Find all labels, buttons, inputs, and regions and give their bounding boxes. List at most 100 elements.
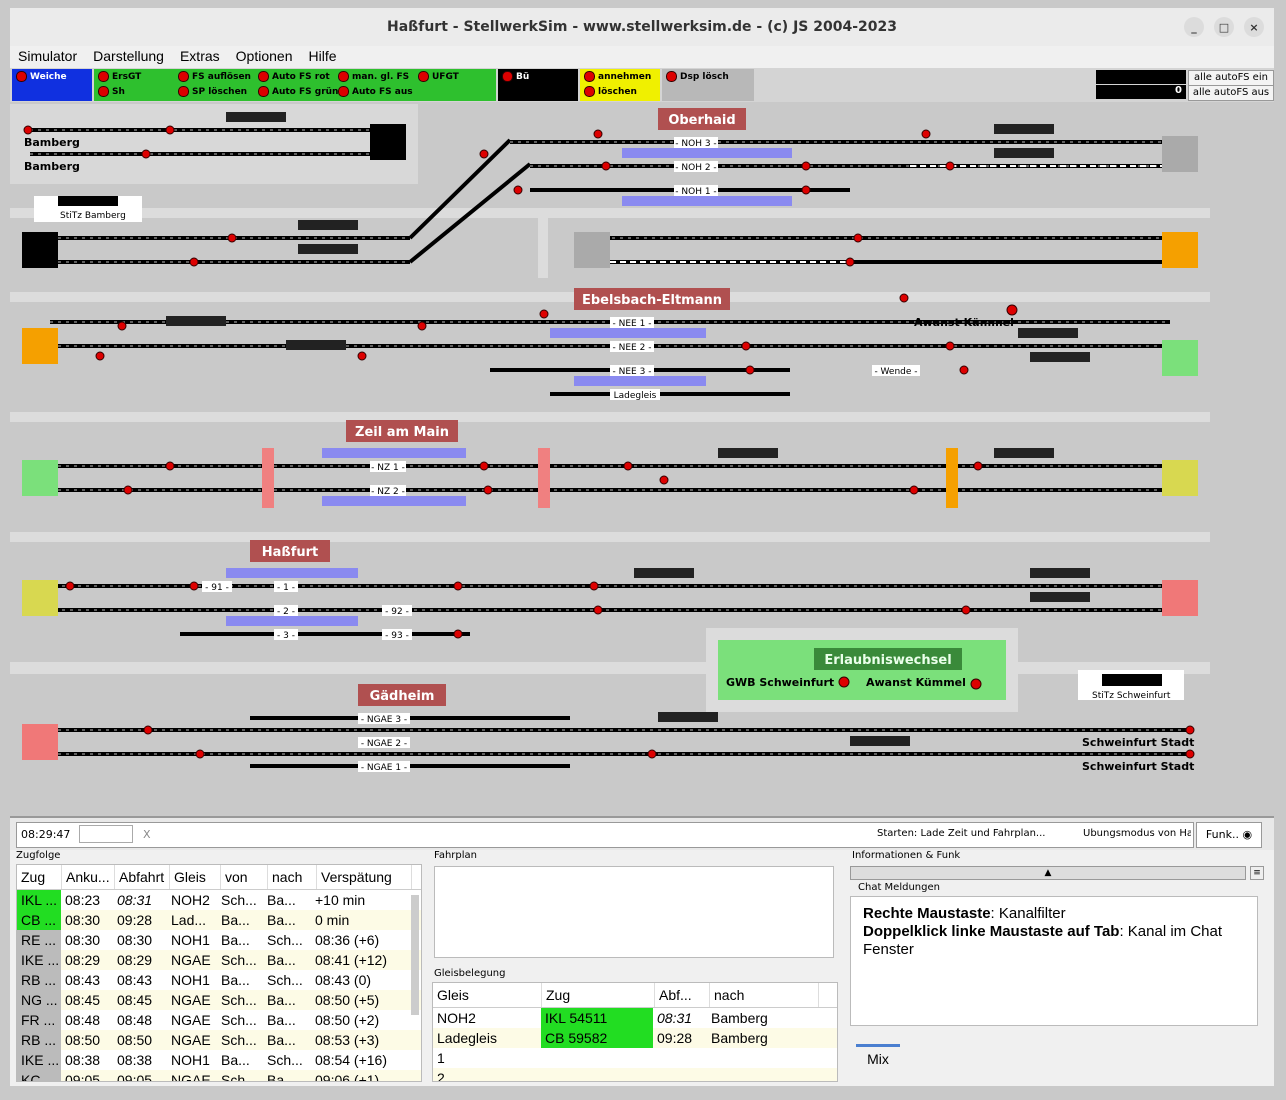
block-east-5[interactable] — [1162, 580, 1198, 616]
toolbar: Weiche ErsGT Sh FS auflösen SP löschen A… — [10, 68, 1274, 102]
ufgt-button[interactable]: UFGT — [418, 71, 459, 82]
cell-abf: 08:29 — [117, 952, 153, 968]
cell-von: Sch... — [221, 1032, 257, 1048]
menu-simulator[interactable]: Simulator — [18, 48, 78, 64]
cell-zug — [541, 1068, 653, 1081]
col-zug[interactable]: Zug — [17, 865, 62, 889]
status-bar: 08:29:47 X Starten: Lade Zeit und Fahrpl… — [16, 822, 1194, 848]
block-east-4[interactable] — [1162, 460, 1198, 496]
separator — [548, 218, 1210, 278]
command-input[interactable] — [79, 825, 133, 843]
loeschen-button[interactable]: löschen — [584, 86, 637, 97]
col-gleis[interactable]: Gleis — [170, 865, 221, 889]
annehmen-button[interactable]: annehmen — [584, 71, 651, 82]
col-abfahrt[interactable]: Abfahrt — [115, 865, 170, 889]
funk-button[interactable]: Funk.. ◉ — [1196, 822, 1262, 848]
track-ngae1: - NGAE 1 - — [361, 763, 407, 773]
collapse-arrow-icon[interactable]: ▲ — [850, 866, 1246, 880]
man-gl-fs-button[interactable]: man. gl. FS — [338, 71, 409, 82]
bue-group: Bü — [498, 69, 578, 101]
station-plate-zeil — [346, 420, 458, 442]
dsp-loesch-button[interactable]: Dsp lösch — [666, 71, 729, 82]
alle-autofs-ein-button[interactable]: alle autoFS ein — [1188, 70, 1274, 86]
led-icon — [502, 71, 513, 82]
zugfolge-table[interactable]: Zug Anku... Abfahrt Gleis von nach Versp… — [16, 864, 422, 1082]
auto-fs-aus-button[interactable]: Auto FS aus — [338, 86, 413, 97]
block-east-3[interactable] — [1162, 340, 1198, 376]
col-gleis[interactable]: Gleis — [433, 983, 542, 1007]
alle-autofs-aus-button[interactable]: alle autoFS aus — [1188, 85, 1274, 101]
block-east-1[interactable] — [1162, 136, 1198, 172]
close-button[interactable]: × — [1244, 17, 1264, 37]
col-abfahrt[interactable]: Abf... — [655, 983, 710, 1007]
fs-aufloesen-button[interactable]: FS auflösen — [178, 71, 251, 82]
col-ankunft[interactable]: Anku... — [62, 865, 115, 889]
label-bamberg-2: Bamberg — [24, 160, 80, 173]
menu-icon[interactable]: ≡ — [1250, 866, 1264, 880]
col-verspaetung[interactable]: Verspätung — [317, 865, 412, 889]
chat-line-1: Rechte Maustaste: Kanalfilter — [863, 905, 1066, 922]
cell-nach — [707, 1068, 815, 1081]
cell-abf — [653, 1068, 707, 1081]
block-west-3[interactable] — [22, 328, 58, 364]
auto-fs-rot-button[interactable]: Auto FS rot — [258, 71, 330, 82]
menu-optionen[interactable]: Optionen — [235, 48, 293, 64]
menu-hilfe[interactable]: Hilfe — [308, 48, 337, 64]
sp-loeschen-button[interactable]: SP löschen — [178, 86, 247, 97]
block-west-4[interactable] — [22, 460, 58, 496]
cell-versp: 08:54 (+16) — [315, 1052, 387, 1068]
table-row[interactable]: 1 — [433, 1048, 837, 1068]
weiche-button[interactable]: Weiche — [16, 71, 67, 82]
table-row[interactable]: 2 — [433, 1068, 837, 1082]
track-diagram[interactable]: Oberhaid Ebelsbach-Eltmann Zeil am Main … — [10, 104, 1274, 812]
menu-darstellung[interactable]: Darstellung — [93, 48, 164, 64]
block-west-5[interactable] — [22, 580, 58, 616]
maximize-button[interactable]: □ — [1214, 17, 1234, 37]
col-nach[interactable]: nach — [268, 865, 317, 889]
col-von[interactable]: von — [221, 865, 268, 889]
block-bamberg-2[interactable] — [22, 232, 58, 268]
cell-gleis: 2 — [437, 1070, 445, 1082]
block-west-6[interactable] — [22, 724, 58, 760]
menu-extras[interactable]: Extras — [179, 48, 220, 64]
cell-ank: 08:45 — [65, 992, 101, 1008]
zugfolge-scrollbar[interactable] — [411, 895, 419, 1015]
fahrplan-panel[interactable] — [434, 866, 834, 958]
chat-messages: Rechte Maustaste: Kanalfilter Doppelklic… — [850, 896, 1258, 1026]
cell-versp: 08:41 (+12) — [315, 952, 387, 968]
cell-nach: Bamberg — [711, 1010, 768, 1026]
cell-gleis: NOH1 — [171, 932, 210, 948]
block-west-2[interactable] — [574, 232, 610, 268]
block-east-2[interactable] — [1162, 232, 1198, 268]
bue-button[interactable]: Bü — [502, 71, 529, 82]
block-bamberg[interactable] — [370, 124, 406, 160]
stitz-schweinfurt-display — [1102, 674, 1162, 686]
status-message: Starten: Lade Zeit und Fahrplan... — [877, 828, 1046, 839]
clear-icon[interactable]: X — [143, 828, 151, 841]
signals[interactable] — [23, 125, 1195, 759]
sh-button[interactable]: Sh — [98, 86, 125, 97]
label-awanst-1: Awanst Kümmel — [914, 316, 1014, 329]
led-icon — [418, 71, 429, 82]
minimize-button[interactable]: _ — [1184, 17, 1204, 37]
ersgt-button[interactable]: ErsGT — [98, 71, 141, 82]
cell-ank: 08:30 — [65, 912, 101, 928]
track-ngae3: - NGAE 3 - — [361, 715, 407, 725]
auto-fs-gruen-button[interactable]: Auto FS grün — [258, 86, 338, 97]
col-nach[interactable]: nach — [710, 983, 819, 1007]
tab-mix[interactable]: Mix — [856, 1044, 900, 1077]
col-zug[interactable]: Zug — [542, 983, 655, 1007]
